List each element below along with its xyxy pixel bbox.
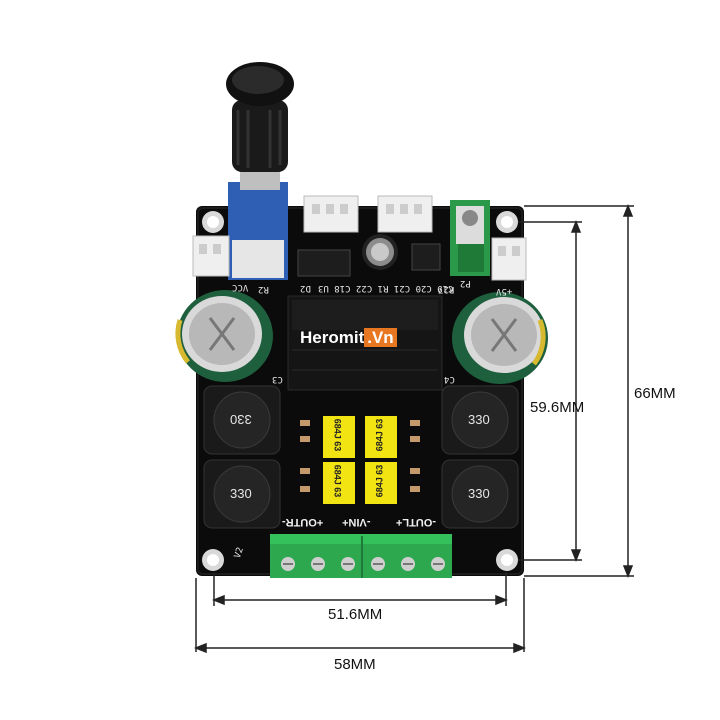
screw-terminal-block: [270, 534, 452, 578]
connector-top-2: [377, 195, 433, 233]
terminal-label-outr: +OUTR-: [282, 516, 324, 528]
silk-r2: R2: [258, 284, 269, 294]
inductor-label: 330: [468, 412, 490, 427]
film-cap-label: 684J 63: [332, 464, 343, 498]
mounting-hole-bottom-right: [496, 549, 518, 571]
connector-right: [491, 237, 527, 281]
small-electrolytic-cap: [362, 234, 398, 270]
terminal-label-vin: -VIN+: [342, 516, 371, 528]
inductor-bottom-right: [441, 459, 519, 529]
electrolytic-capacitor-left: [175, 290, 273, 382]
silk-p2: P2: [460, 278, 471, 288]
inductor-bottom-left: [203, 459, 281, 529]
film-cap-2: [365, 416, 397, 458]
dimension-lines: [193, 203, 634, 654]
inductor-label: 330: [230, 486, 252, 501]
film-cap-label: 684J 63: [374, 464, 385, 498]
mounting-hole-top-left: [202, 211, 224, 233]
watermark-brand: Heromit: [300, 328, 365, 347]
silk-c3: C3: [272, 374, 283, 384]
silk-vcc: VCC: [232, 282, 249, 292]
mounting-hole-bottom-left: [202, 549, 224, 571]
dimension-outer-height: 66MM: [634, 385, 676, 402]
watermark: Heromit.Vn: [300, 328, 397, 348]
film-cap-label: 684J 63: [332, 418, 343, 452]
silk-d2: D2: [300, 283, 311, 293]
inductor-label: 330: [468, 486, 490, 501]
electrolytic-capacitor-right: [452, 292, 548, 384]
audio-jack: [450, 200, 490, 276]
dimension-inner-height: 59.6MM: [530, 399, 585, 416]
film-cap-4: [365, 462, 397, 504]
silk-plus5v: +5V: [496, 286, 513, 296]
watermark-suffix: .Vn: [364, 328, 397, 347]
silk-part-row: C19 C20 C21 R1 C22 C18 U3: [318, 283, 454, 293]
inductor-top-right: [441, 385, 519, 455]
mounting-hole-top-right: [496, 211, 518, 233]
film-cap-label: 684J 63: [374, 418, 385, 452]
connector-top-1: [303, 195, 359, 233]
connector-left: [192, 235, 230, 277]
inductor-label: 330: [230, 412, 252, 427]
volume-potentiometer: [226, 62, 294, 280]
silk-c4: C4: [444, 374, 455, 384]
film-cap-3: [323, 462, 355, 504]
dimension-outer-width: 58MM: [334, 656, 376, 673]
dimension-inner-width: 51.6MM: [328, 606, 383, 623]
film-cap-1: [323, 416, 355, 458]
terminal-label-outl: -OUTL+: [396, 516, 437, 528]
inductor-top-left: [203, 385, 281, 455]
silk-r27: R27: [438, 284, 455, 294]
